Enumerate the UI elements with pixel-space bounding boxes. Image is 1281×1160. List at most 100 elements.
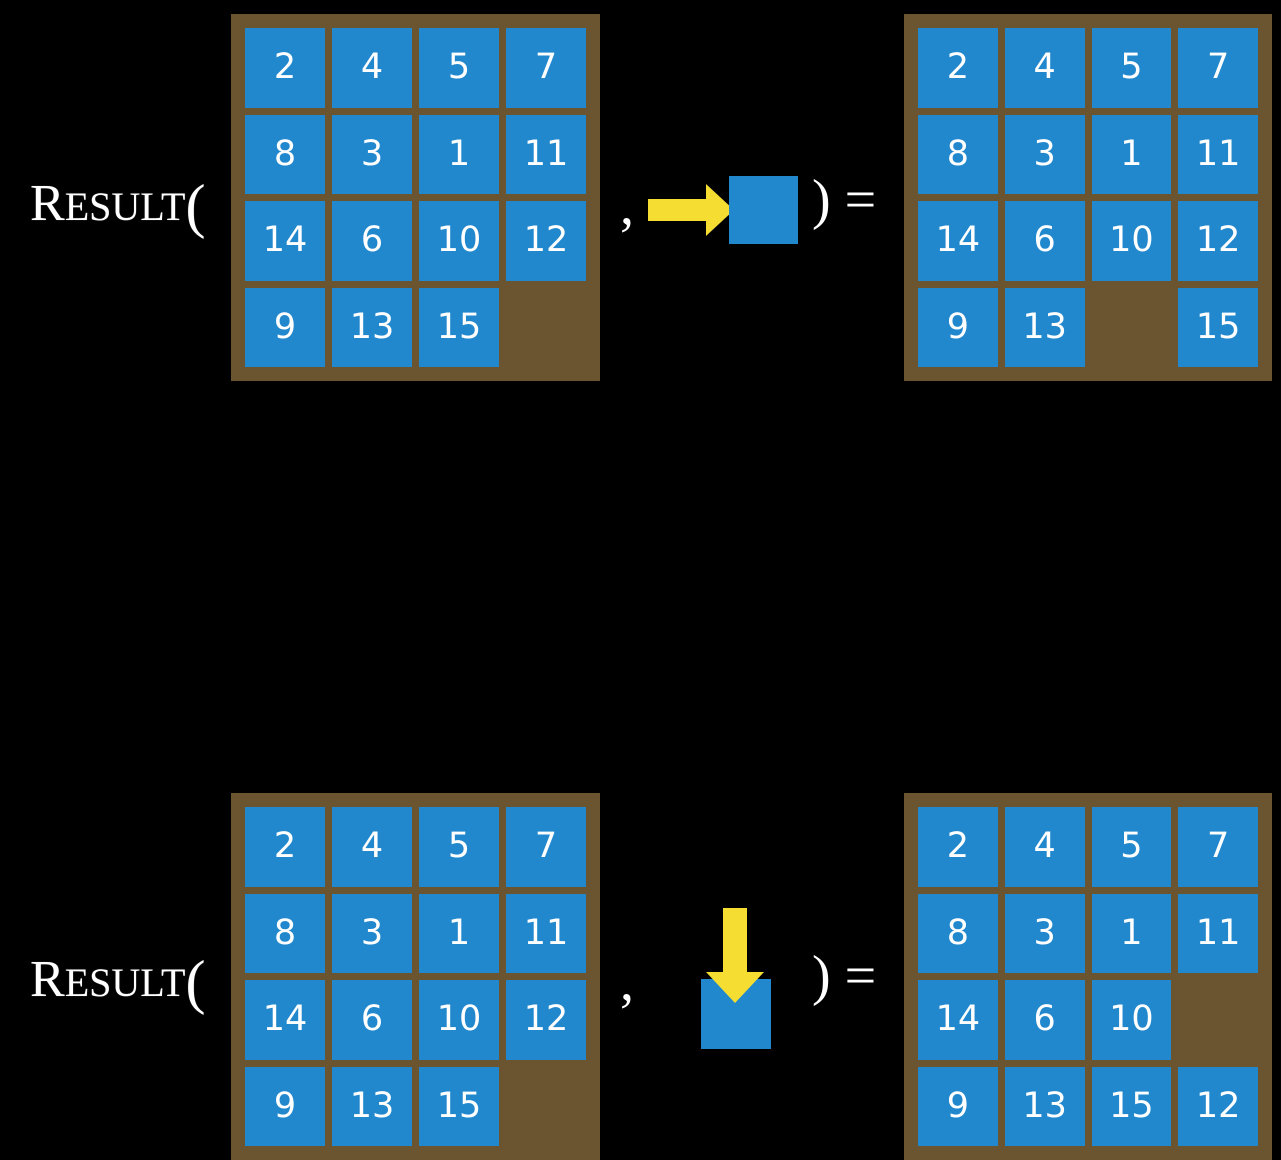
tile[interactable]: 8 (918, 893, 998, 973)
board-cell[interactable]: 6 (332, 980, 412, 1060)
board-cell[interactable]: 15 (1091, 1066, 1172, 1146)
board-cell[interactable]: 7 (506, 28, 586, 108)
board-cell[interactable]: 6 (1004, 980, 1085, 1060)
board-cell[interactable]: 11 (506, 893, 586, 973)
tile[interactable]: 14 (918, 980, 998, 1060)
tile[interactable]: 12 (506, 980, 586, 1060)
tile[interactable]: 6 (1004, 201, 1085, 281)
board-cell[interactable]: 11 (1178, 114, 1258, 194)
tile[interactable]: 11 (506, 893, 586, 973)
tile[interactable]: 2 (918, 807, 998, 887)
tile[interactable]: 3 (1004, 114, 1085, 194)
board-cell[interactable]: 5 (419, 28, 499, 108)
tile[interactable]: 9 (918, 1066, 998, 1146)
tile[interactable]: 11 (1178, 114, 1258, 194)
tile[interactable]: 6 (332, 201, 412, 281)
board-cell[interactable]: 9 (918, 1066, 998, 1146)
board-cell[interactable]: 10 (419, 980, 499, 1060)
tile[interactable]: 4 (332, 28, 412, 108)
board-cell[interactable]: 9 (918, 287, 998, 367)
board-cell[interactable]: 8 (918, 114, 998, 194)
board-cell-empty[interactable] (506, 288, 586, 368)
board-cell[interactable]: 1 (1091, 114, 1172, 194)
board-cell[interactable]: 8 (918, 893, 998, 973)
board-cell[interactable]: 13 (1004, 1066, 1085, 1146)
board-cell[interactable]: 2 (918, 807, 998, 887)
board-cell[interactable]: 13 (332, 1066, 412, 1146)
board-cell[interactable]: 1 (419, 893, 499, 973)
board-cell[interactable]: 6 (332, 201, 412, 281)
input-board-top[interactable]: 2 4 5 7 8 3 1 11 14 6 10 12 9 13 15 (231, 14, 600, 381)
board-cell[interactable]: 14 (918, 980, 998, 1060)
board-cell[interactable]: 10 (1091, 980, 1172, 1060)
board-cell[interactable]: 13 (332, 287, 412, 367)
board-cell[interactable]: 8 (245, 893, 325, 973)
tile[interactable]: 9 (245, 287, 325, 367)
tile[interactable]: 12 (506, 201, 586, 281)
tile[interactable]: 11 (1178, 893, 1258, 973)
board-cell-empty[interactable] (1178, 980, 1258, 1060)
board-cell[interactable]: 2 (245, 28, 325, 108)
board-cell[interactable]: 7 (1178, 807, 1258, 887)
board-cell[interactable]: 2 (918, 28, 998, 108)
board-cell[interactable]: 15 (419, 1066, 499, 1146)
board-cell[interactable]: 12 (1178, 201, 1258, 281)
board-cell[interactable]: 7 (1178, 28, 1258, 108)
tile[interactable]: 8 (245, 893, 325, 973)
tile[interactable]: 1 (419, 114, 499, 194)
tile[interactable]: 2 (918, 28, 998, 108)
board-cell[interactable]: 12 (506, 980, 586, 1060)
board-cell[interactable]: 15 (1178, 287, 1258, 367)
tile[interactable]: 12 (1178, 1066, 1258, 1146)
tile[interactable]: 5 (419, 807, 499, 887)
board-cell[interactable]: 3 (332, 114, 412, 194)
board-cell[interactable]: 11 (1178, 893, 1258, 973)
tile[interactable]: 1 (419, 893, 499, 973)
board-cell[interactable]: 1 (419, 114, 499, 194)
board-cell[interactable]: 4 (332, 807, 412, 887)
tile[interactable]: 15 (419, 287, 499, 367)
board-cell[interactable]: 12 (1178, 1066, 1258, 1146)
tile[interactable]: 7 (1178, 807, 1258, 887)
tile[interactable]: 15 (419, 1066, 499, 1146)
board-cell[interactable]: 13 (1004, 287, 1085, 367)
tile[interactable]: 10 (1091, 201, 1172, 281)
tile[interactable]: 1 (1091, 893, 1172, 973)
board-cell[interactable]: 14 (918, 201, 998, 281)
tile[interactable]: 3 (332, 893, 412, 973)
board-cell[interactable]: 14 (245, 980, 325, 1060)
tile[interactable]: 15 (1091, 1066, 1172, 1146)
tile[interactable]: 10 (419, 980, 499, 1060)
tile[interactable]: 6 (332, 980, 412, 1060)
board-cell[interactable]: 4 (332, 28, 412, 108)
tile[interactable]: 13 (332, 287, 412, 367)
tile[interactable]: 5 (1091, 28, 1172, 108)
board-cell[interactable]: 12 (506, 201, 586, 281)
tile[interactable]: 9 (918, 287, 998, 367)
board-cell[interactable]: 2 (245, 807, 325, 887)
board-cell[interactable]: 10 (419, 201, 499, 281)
board-cell[interactable]: 9 (245, 287, 325, 367)
tile[interactable]: 14 (245, 201, 325, 281)
tile[interactable]: 13 (1004, 287, 1085, 367)
tile[interactable]: 13 (332, 1066, 412, 1146)
board-cell[interactable]: 5 (419, 807, 499, 887)
output-board-top[interactable]: 2 4 5 7 8 3 1 11 14 6 10 12 9 13 15 (904, 14, 1272, 381)
board-cell[interactable]: 9 (245, 1066, 325, 1146)
move-down-action[interactable] (690, 900, 790, 1055)
tile[interactable]: 7 (506, 807, 586, 887)
board-cell[interactable]: 4 (1004, 807, 1085, 887)
board-cell[interactable]: 4 (1004, 28, 1085, 108)
tile[interactable]: 2 (245, 28, 325, 108)
tile[interactable]: 11 (506, 114, 586, 194)
tile[interactable]: 4 (1004, 28, 1085, 108)
moving-tile-right[interactable] (729, 176, 798, 244)
tile[interactable]: 1 (1091, 114, 1172, 194)
tile[interactable]: 15 (1178, 287, 1258, 367)
board-cell[interactable]: 11 (506, 114, 586, 194)
board-cell[interactable]: 7 (506, 807, 586, 887)
input-board-bottom[interactable]: 2 4 5 7 8 3 1 11 14 6 10 12 9 13 15 (231, 793, 600, 1160)
board-cell[interactable]: 15 (419, 287, 499, 367)
board-cell[interactable]: 3 (1004, 114, 1085, 194)
tile[interactable]: 13 (1004, 1066, 1085, 1146)
